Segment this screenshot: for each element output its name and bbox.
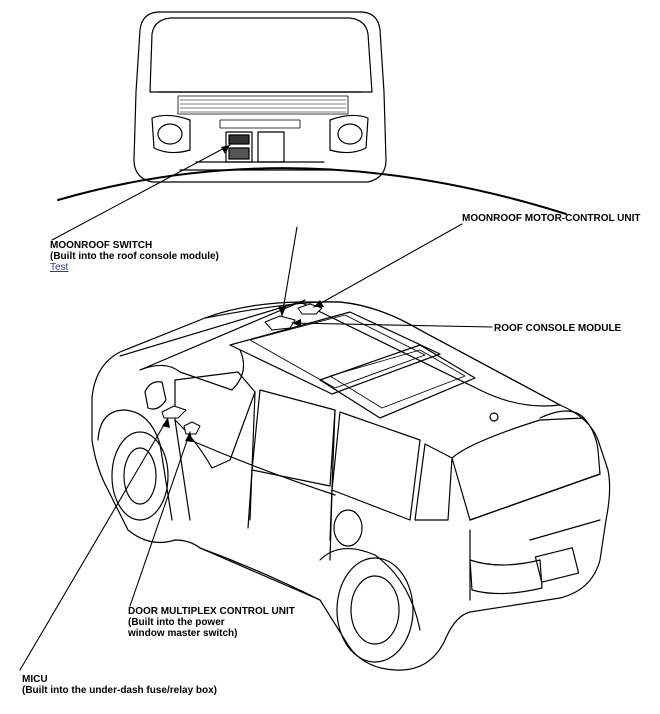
- moonroof-switch-note: (Built into the roof console module): [50, 251, 219, 262]
- roof-console-inset: [133, 11, 387, 183]
- leader-micu: [19, 417, 169, 671]
- label-roof-console-module: ROOF CONSOLE MODULE: [494, 323, 621, 334]
- door-multiplex-note-2: window master switch): [128, 628, 238, 639]
- moonroof-motor-title: MOONROOF MOTOR-CONTROL UNIT: [462, 213, 641, 224]
- vehicle-outline: [91, 299, 611, 671]
- micu-title: MICU: [22, 674, 48, 685]
- label-door-multiplex-control-unit: DOOR MULTIPLEX CONTROL UNIT (Built into …: [128, 606, 295, 639]
- roof-console-title: ROOF CONSOLE MODULE: [494, 323, 622, 334]
- moonroof-switch-test-link[interactable]: Test: [50, 262, 69, 273]
- micu-marker: [161, 405, 187, 419]
- leader-roof-console: [291, 322, 493, 328]
- leader-arrowheads: [162, 145, 324, 442]
- door-multiplex-marker: [183, 421, 201, 435]
- micu-note: (Built into the under-dash fuse/relay bo…: [22, 685, 218, 696]
- moonroof-switch-title: MOONROOF SWITCH: [50, 240, 153, 251]
- leader-moonroof-motor: [313, 223, 463, 308]
- door-multiplex-title: DOOR MULTIPLEX CONTROL UNIT: [128, 606, 295, 617]
- leader-door-multiplex: [129, 431, 191, 607]
- leader-moonroof-switch: [51, 144, 231, 241]
- label-moonroof-motor-control-unit: MOONROOF MOTOR-CONTROL UNIT: [462, 213, 641, 224]
- leader-inset-to-console: [281, 226, 298, 317]
- door-multiplex-note-1: (Built into the power: [128, 617, 225, 628]
- component-markers: [161, 303, 323, 435]
- roof-console-module-marker: [264, 315, 296, 331]
- label-moonroof-switch: MOONROOF SWITCH (Built into the roof con…: [50, 240, 219, 273]
- label-micu: MICU (Built into the under-dash fuse/rel…: [22, 674, 217, 696]
- leader-lines: [19, 144, 493, 671]
- inset-separator-arc: [57, 167, 567, 215]
